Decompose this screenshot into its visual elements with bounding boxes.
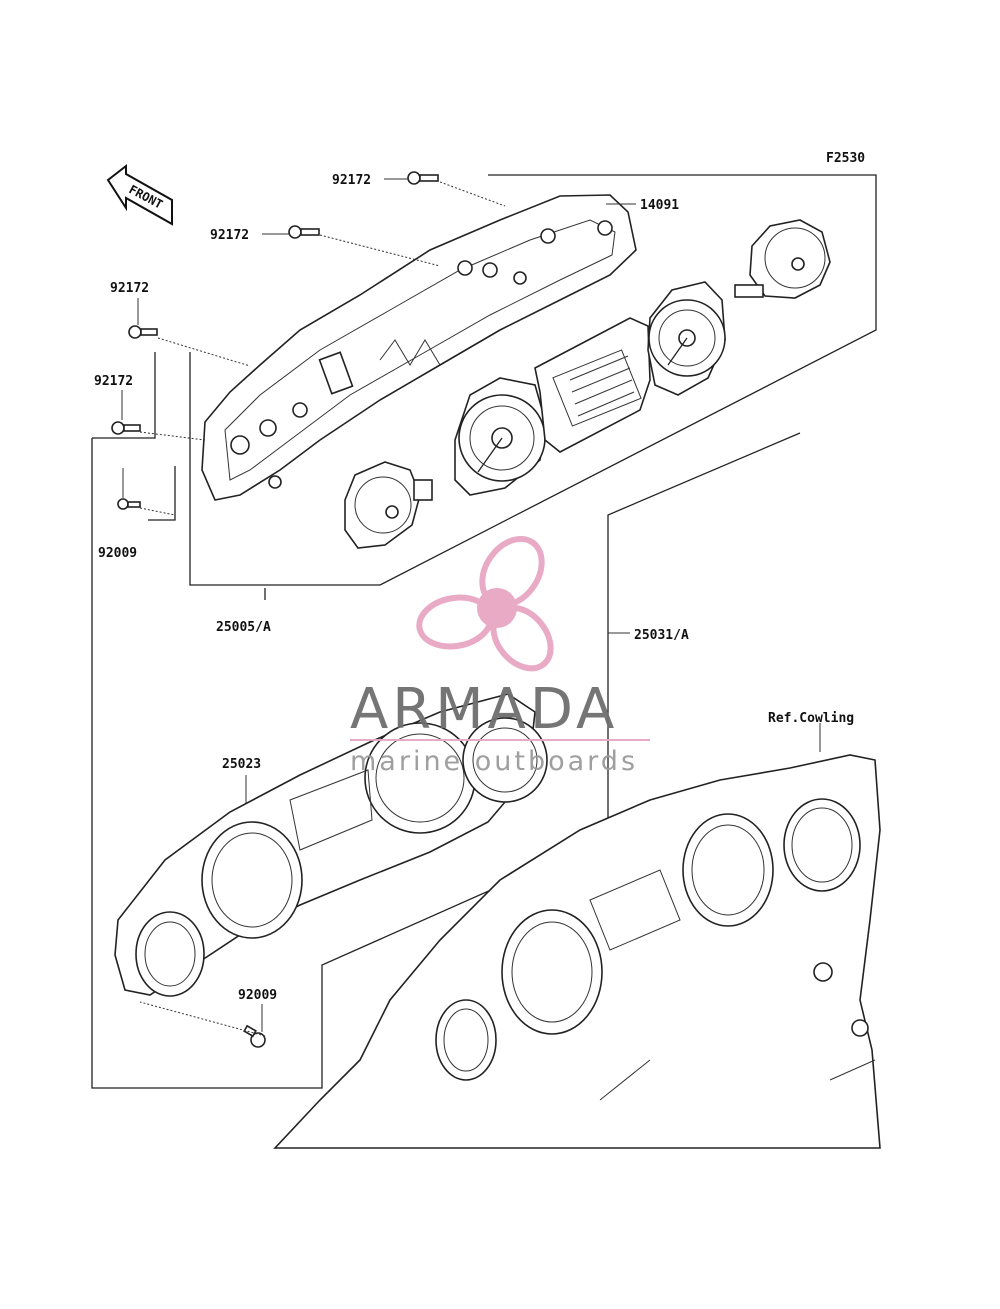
callout-14091: 14091 <box>640 198 679 213</box>
callout-25005: 25005/A <box>216 620 271 635</box>
armada-watermark: ARMADA marine outboards <box>350 535 650 777</box>
front-arrow-icon: FRONT <box>106 163 173 226</box>
temp-gauge-left <box>344 461 433 549</box>
callout-25031: 25031/A <box>634 628 689 643</box>
front-panel-25023 <box>114 693 548 997</box>
meter-housing-14091 <box>201 194 637 501</box>
watermark-subtitle: marine outboards <box>350 746 638 777</box>
watermark-title: ARMADA <box>350 677 618 742</box>
ref-cowling-label: Ref.Cowling <box>768 711 854 726</box>
callout-92172-c: 92172 <box>110 281 149 296</box>
callout-92172-a: 92172 <box>332 173 371 188</box>
callout-92009-b: 92009 <box>238 988 277 1003</box>
screw-92009-lower <box>243 1024 266 1048</box>
cowling-ref <box>273 754 881 1149</box>
display-segments <box>569 355 635 417</box>
screw-92172-top <box>407 171 439 185</box>
screw-92172-second <box>288 225 320 239</box>
meter-panel <box>454 281 726 496</box>
figure-code: F2530 <box>826 151 865 166</box>
callout-92172-b: 92172 <box>210 228 249 243</box>
propeller-logo-icon <box>416 535 554 672</box>
screw-92009-upper <box>117 498 141 510</box>
fuel-gauge-right <box>734 219 831 299</box>
leader-lines <box>121 178 821 1037</box>
callout-92009-a: 92009 <box>98 546 137 561</box>
assembly-outline-lines <box>91 174 877 1089</box>
callout-92172-d: 92172 <box>94 374 133 389</box>
screw-92172-third <box>128 325 158 339</box>
screw-92172-fourth <box>111 421 141 435</box>
callout-25023: 25023 <box>222 757 261 772</box>
